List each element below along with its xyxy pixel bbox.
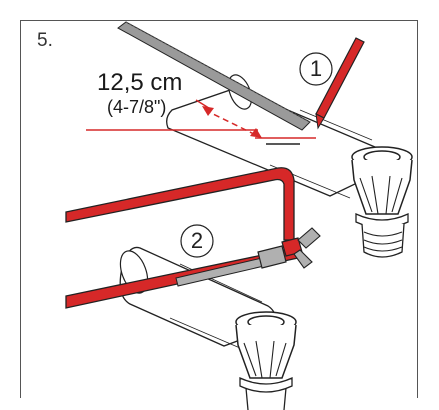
measurement-indicator [86, 99, 316, 145]
hacksaw-icon [65, 167, 321, 309]
callout-circle-2 [180, 224, 214, 258]
measurement-metric: 12,5 cm [97, 69, 183, 96]
measurement-imperial: (4-7/8") [107, 97, 167, 117]
step-number: 5. [37, 30, 53, 51]
illustration-frame [20, 20, 418, 398]
callout-label-1: 1 [309, 56, 323, 81]
callout-circle-1 [299, 52, 333, 86]
upper-drain-fitting-icon [351, 146, 413, 258]
callout-label-2: 2 [190, 228, 204, 253]
marker-pen-icon [315, 37, 365, 130]
lower-drain-fitting-icon [235, 311, 297, 410]
ruler-icon [117, 21, 311, 131]
